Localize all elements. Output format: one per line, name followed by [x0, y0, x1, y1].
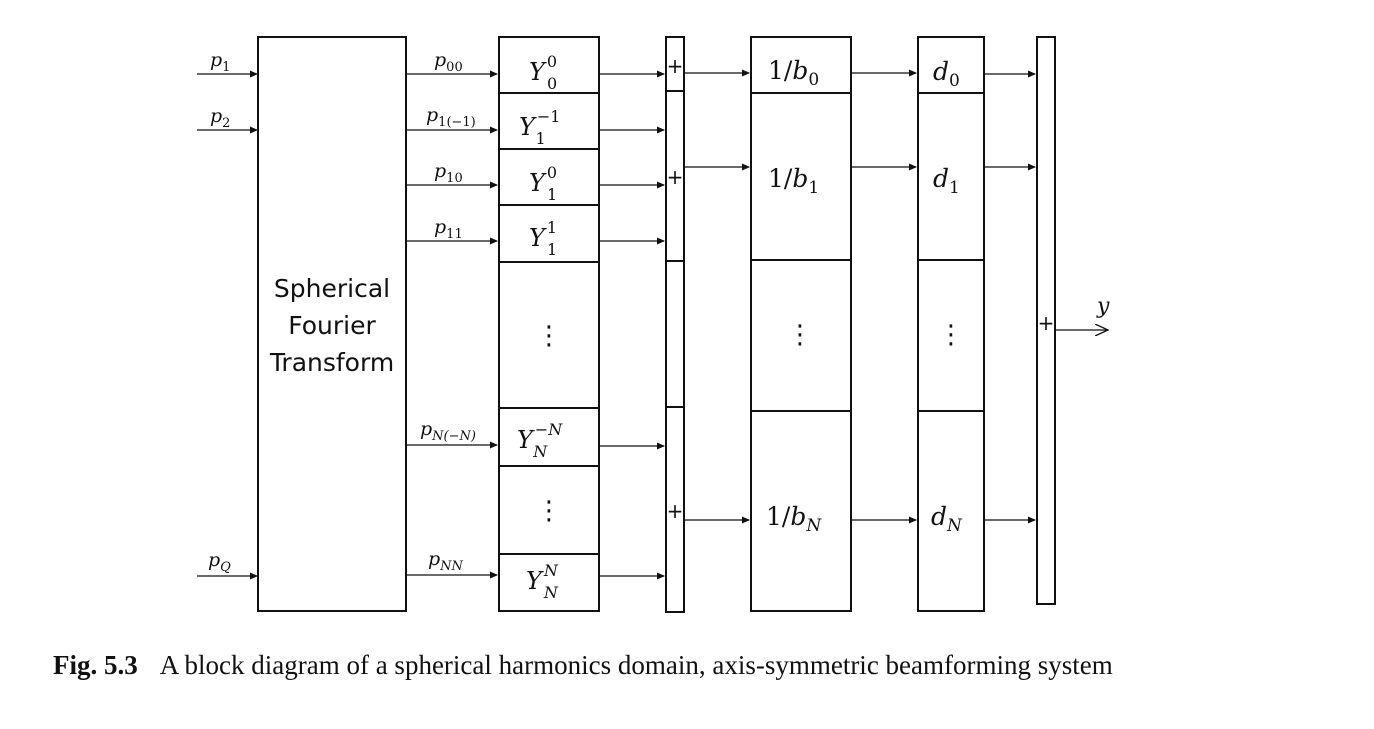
sum-block-gap — [665, 260, 685, 408]
svg-text:⋮: ⋮ — [536, 496, 562, 526]
svg-text:⋮: ⋮ — [787, 320, 813, 350]
svg-text:Y11: Y11 — [529, 218, 557, 259]
weight-dN-block: dN — [917, 410, 985, 612]
transform-label-line1: Spherical — [274, 274, 390, 303]
svg-text:p11: p11 — [434, 216, 463, 242]
inverse-to-weight-wires — [851, 69, 917, 524]
svg-text:pNN: pNN — [428, 548, 464, 574]
svg-text:p2: p2 — [210, 105, 230, 131]
sum-block-order-n: + — [665, 406, 685, 613]
harmonic-to-sum-wires — [599, 70, 665, 580]
svg-text:+: + — [667, 499, 684, 523]
inverse-ellipsis: ⋮ — [750, 259, 852, 412]
svg-text:p00: p00 — [434, 49, 463, 75]
svg-text:Y00: Y00 — [529, 52, 557, 93]
sum-to-inverse-wires — [684, 69, 750, 524]
input-pq: pQ — [197, 549, 258, 580]
svg-text:⋮: ⋮ — [536, 321, 562, 351]
svg-text:p10: p10 — [434, 160, 463, 186]
input-p2: p2 — [197, 105, 258, 134]
svg-text:+: + — [1038, 311, 1055, 335]
coeff-wire-pNmN: pN(−N) — [406, 418, 498, 449]
harmonic-ellipsis-upper: ⋮ — [498, 261, 600, 409]
svg-text:pQ: pQ — [208, 549, 231, 575]
svg-text:p1: p1 — [210, 49, 230, 75]
inverse-bN-block: 1/bN — [750, 410, 852, 612]
output-sum-block: + — [1036, 36, 1056, 605]
figure-number: Fig. 5.3 — [53, 650, 138, 680]
svg-text:⋮: ⋮ — [938, 320, 964, 350]
svg-text:+: + — [667, 54, 684, 78]
svg-text:Y−11: Y−11 — [519, 107, 560, 148]
svg-text:y: y — [1096, 294, 1110, 319]
coeff-wire-p10: p10 — [406, 160, 498, 189]
svg-text:1/b0: 1/b0 — [768, 56, 819, 90]
output-y: y — [1055, 294, 1110, 330]
weight-d1-block: d1 — [917, 92, 985, 261]
coeff-wire-pNN: pNN — [406, 548, 498, 579]
svg-text:d0: d0 — [933, 57, 960, 91]
figure-caption-text: A block diagram of a spherical harmonics… — [159, 650, 1113, 680]
svg-text:d1: d1 — [933, 164, 960, 198]
svg-text:YNN: YNN — [526, 561, 559, 602]
coeff-wire-p00: p00 — [406, 49, 498, 78]
harmonic-ellipsis-lower: ⋮ — [498, 465, 600, 555]
sum-block-order-0: + — [665, 36, 685, 92]
weight-d0-block: d0 — [917, 36, 985, 94]
svg-text:1/b1: 1/b1 — [768, 164, 819, 198]
svg-text:Y01: Y01 — [529, 163, 557, 204]
coeff-wire-p1m1: p1(−1) — [406, 104, 498, 134]
inverse-b1-block: 1/b1 — [750, 92, 852, 261]
figure-caption: Fig. 5.3 A block diagram of a spherical h… — [53, 650, 1353, 681]
svg-text:pN(−N): pN(−N) — [420, 418, 476, 444]
svg-text:1/bN: 1/bN — [766, 502, 822, 536]
svg-text:p1(−1): p1(−1) — [426, 104, 476, 130]
input-p1: p1 — [197, 49, 258, 78]
svg-text:dN: dN — [931, 502, 963, 536]
inverse-b0-block: 1/b0 — [750, 36, 852, 94]
svg-text:Y−NN: Y−NN — [517, 420, 563, 461]
transform-label-line2: Fourier — [288, 311, 376, 340]
sum-block-order-1: + — [665, 90, 685, 262]
weight-ellipsis: ⋮ — [917, 259, 985, 412]
svg-text:+: + — [667, 165, 684, 189]
spherical-fourier-transform-block: Spherical Fourier Transform — [257, 36, 407, 612]
weight-to-output-sum-wires — [984, 70, 1036, 524]
coeff-wire-p11: p11 — [406, 216, 498, 245]
transform-label-line3: Transform — [269, 348, 394, 377]
